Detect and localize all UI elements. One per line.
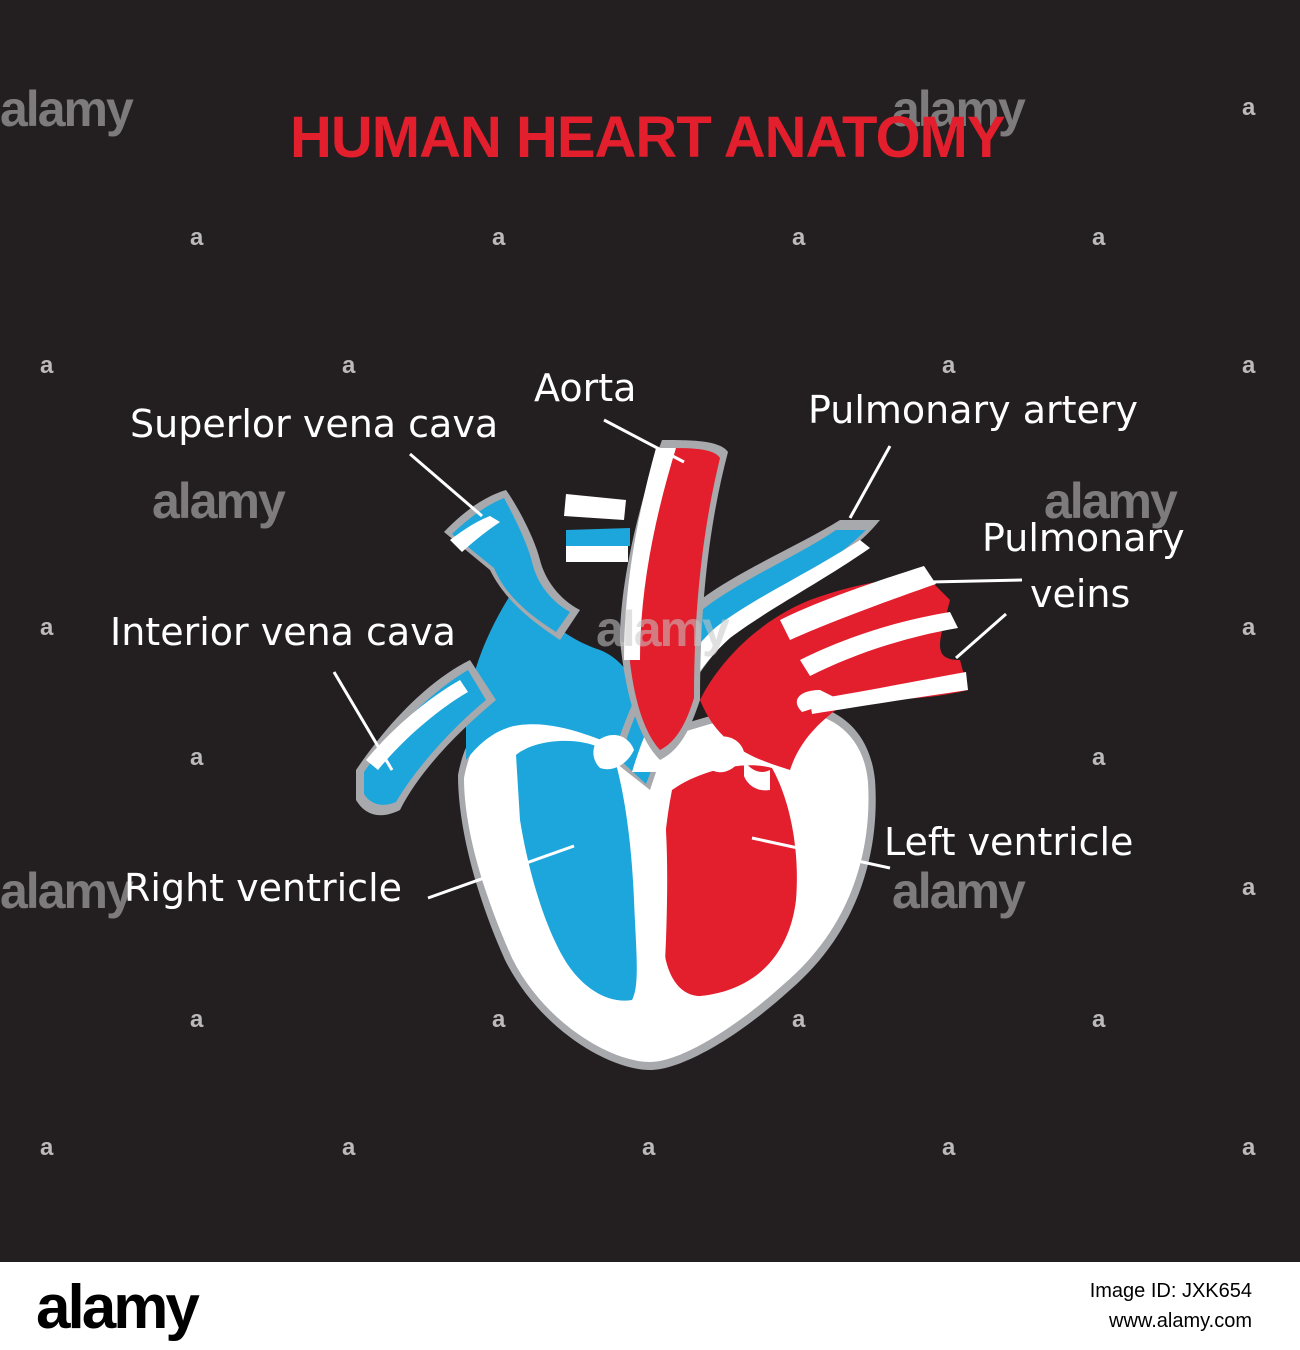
watermark-alamy: alamy xyxy=(892,81,1026,137)
watermark-mark: a xyxy=(1242,874,1256,901)
label-pulmonary-veins-line1: Pulmonary xyxy=(982,516,1185,560)
leader-superior-vena-cava xyxy=(409,452,483,518)
right-atrium xyxy=(466,580,644,760)
septum xyxy=(632,790,668,1040)
watermark-mark: a xyxy=(792,1006,806,1033)
label-pulmonary-veins-line2: veins xyxy=(1030,572,1131,616)
label-inferior-vena-cava: Interior vena cava xyxy=(110,610,456,654)
leader-right-ventricle xyxy=(427,844,575,900)
pulmonary-vein-upper xyxy=(780,566,936,640)
watermark-mark: a xyxy=(1242,94,1256,121)
watermark-mark: a xyxy=(342,352,356,379)
label-pulmonary-artery: Pulmonary artery xyxy=(808,388,1139,432)
watermark-mark: a xyxy=(190,224,204,251)
mitral-valve xyxy=(708,736,744,773)
watermark-mark: a xyxy=(492,1006,506,1033)
watermark-mark: a xyxy=(792,224,806,251)
label-right-ventricle: Right ventricle xyxy=(124,866,403,910)
watermark-alamy: alamy xyxy=(596,601,730,657)
left-ventricle-chamber xyxy=(662,765,797,996)
watermark-alamy: alamy xyxy=(892,863,1026,919)
watermark-mark: a xyxy=(40,1134,54,1161)
watermark-mark: a xyxy=(190,744,204,771)
heart-diagram xyxy=(332,418,1023,1070)
label-aorta: Aorta xyxy=(534,366,637,410)
leader-inferior-vena-cava xyxy=(332,671,394,771)
label-left-ventricle: Left ventricle xyxy=(884,820,1134,864)
tricuspid-valve xyxy=(593,735,634,770)
watermark-mark: a xyxy=(492,224,506,251)
footer-logo: alamy xyxy=(36,1273,200,1342)
watermark-mark: a xyxy=(1092,1006,1106,1033)
leader-left-ventricle xyxy=(751,836,891,870)
right-ventricle-chamber xyxy=(516,740,637,1001)
watermark-mark: a xyxy=(342,1134,356,1161)
pulmonary-vein-lower xyxy=(810,672,968,714)
watermark-mark: a xyxy=(190,1006,204,1033)
watermark-mark: a xyxy=(642,1134,656,1161)
watermark-mark: a xyxy=(40,352,54,379)
leader-pulmonary-artery xyxy=(848,445,892,519)
pulmonary-branch-lower xyxy=(566,528,630,548)
leader-aorta xyxy=(603,418,685,464)
leader-pulmonary-veins-upper xyxy=(929,578,1023,584)
watermark-mark: a xyxy=(942,352,956,379)
leader-pulmonary-veins-lower xyxy=(955,612,1007,660)
watermark-alamy: alamy xyxy=(0,81,134,137)
footer-bar: alamy Image ID: JXK654 www.alamy.com xyxy=(0,1262,1300,1350)
footer-site: www.alamy.com xyxy=(1109,1310,1252,1332)
watermark-mark: a xyxy=(40,614,54,641)
watermark-mark: a xyxy=(1242,1134,1256,1161)
watermark-alamy: alamy xyxy=(152,473,286,529)
diagram-title: HUMAN HEART ANATOMY xyxy=(290,105,1006,170)
pulmonary-branch-upper xyxy=(564,494,626,520)
watermark-mark: a xyxy=(1092,224,1106,251)
footer-image-id: Image ID: JXK654 xyxy=(1089,1280,1252,1302)
watermark-mark: a xyxy=(1242,352,1256,379)
watermark-alamy: alamy xyxy=(1044,473,1178,529)
watermark-mark: a xyxy=(1242,614,1256,641)
label-superior-vena-cava: Superlor vena cava xyxy=(130,402,499,446)
watermark-alamy: alamy xyxy=(0,863,134,919)
watermark-mark: a xyxy=(1092,744,1106,771)
pulmonary-vein-middle xyxy=(800,612,958,676)
watermark-mark: a xyxy=(942,1134,956,1161)
